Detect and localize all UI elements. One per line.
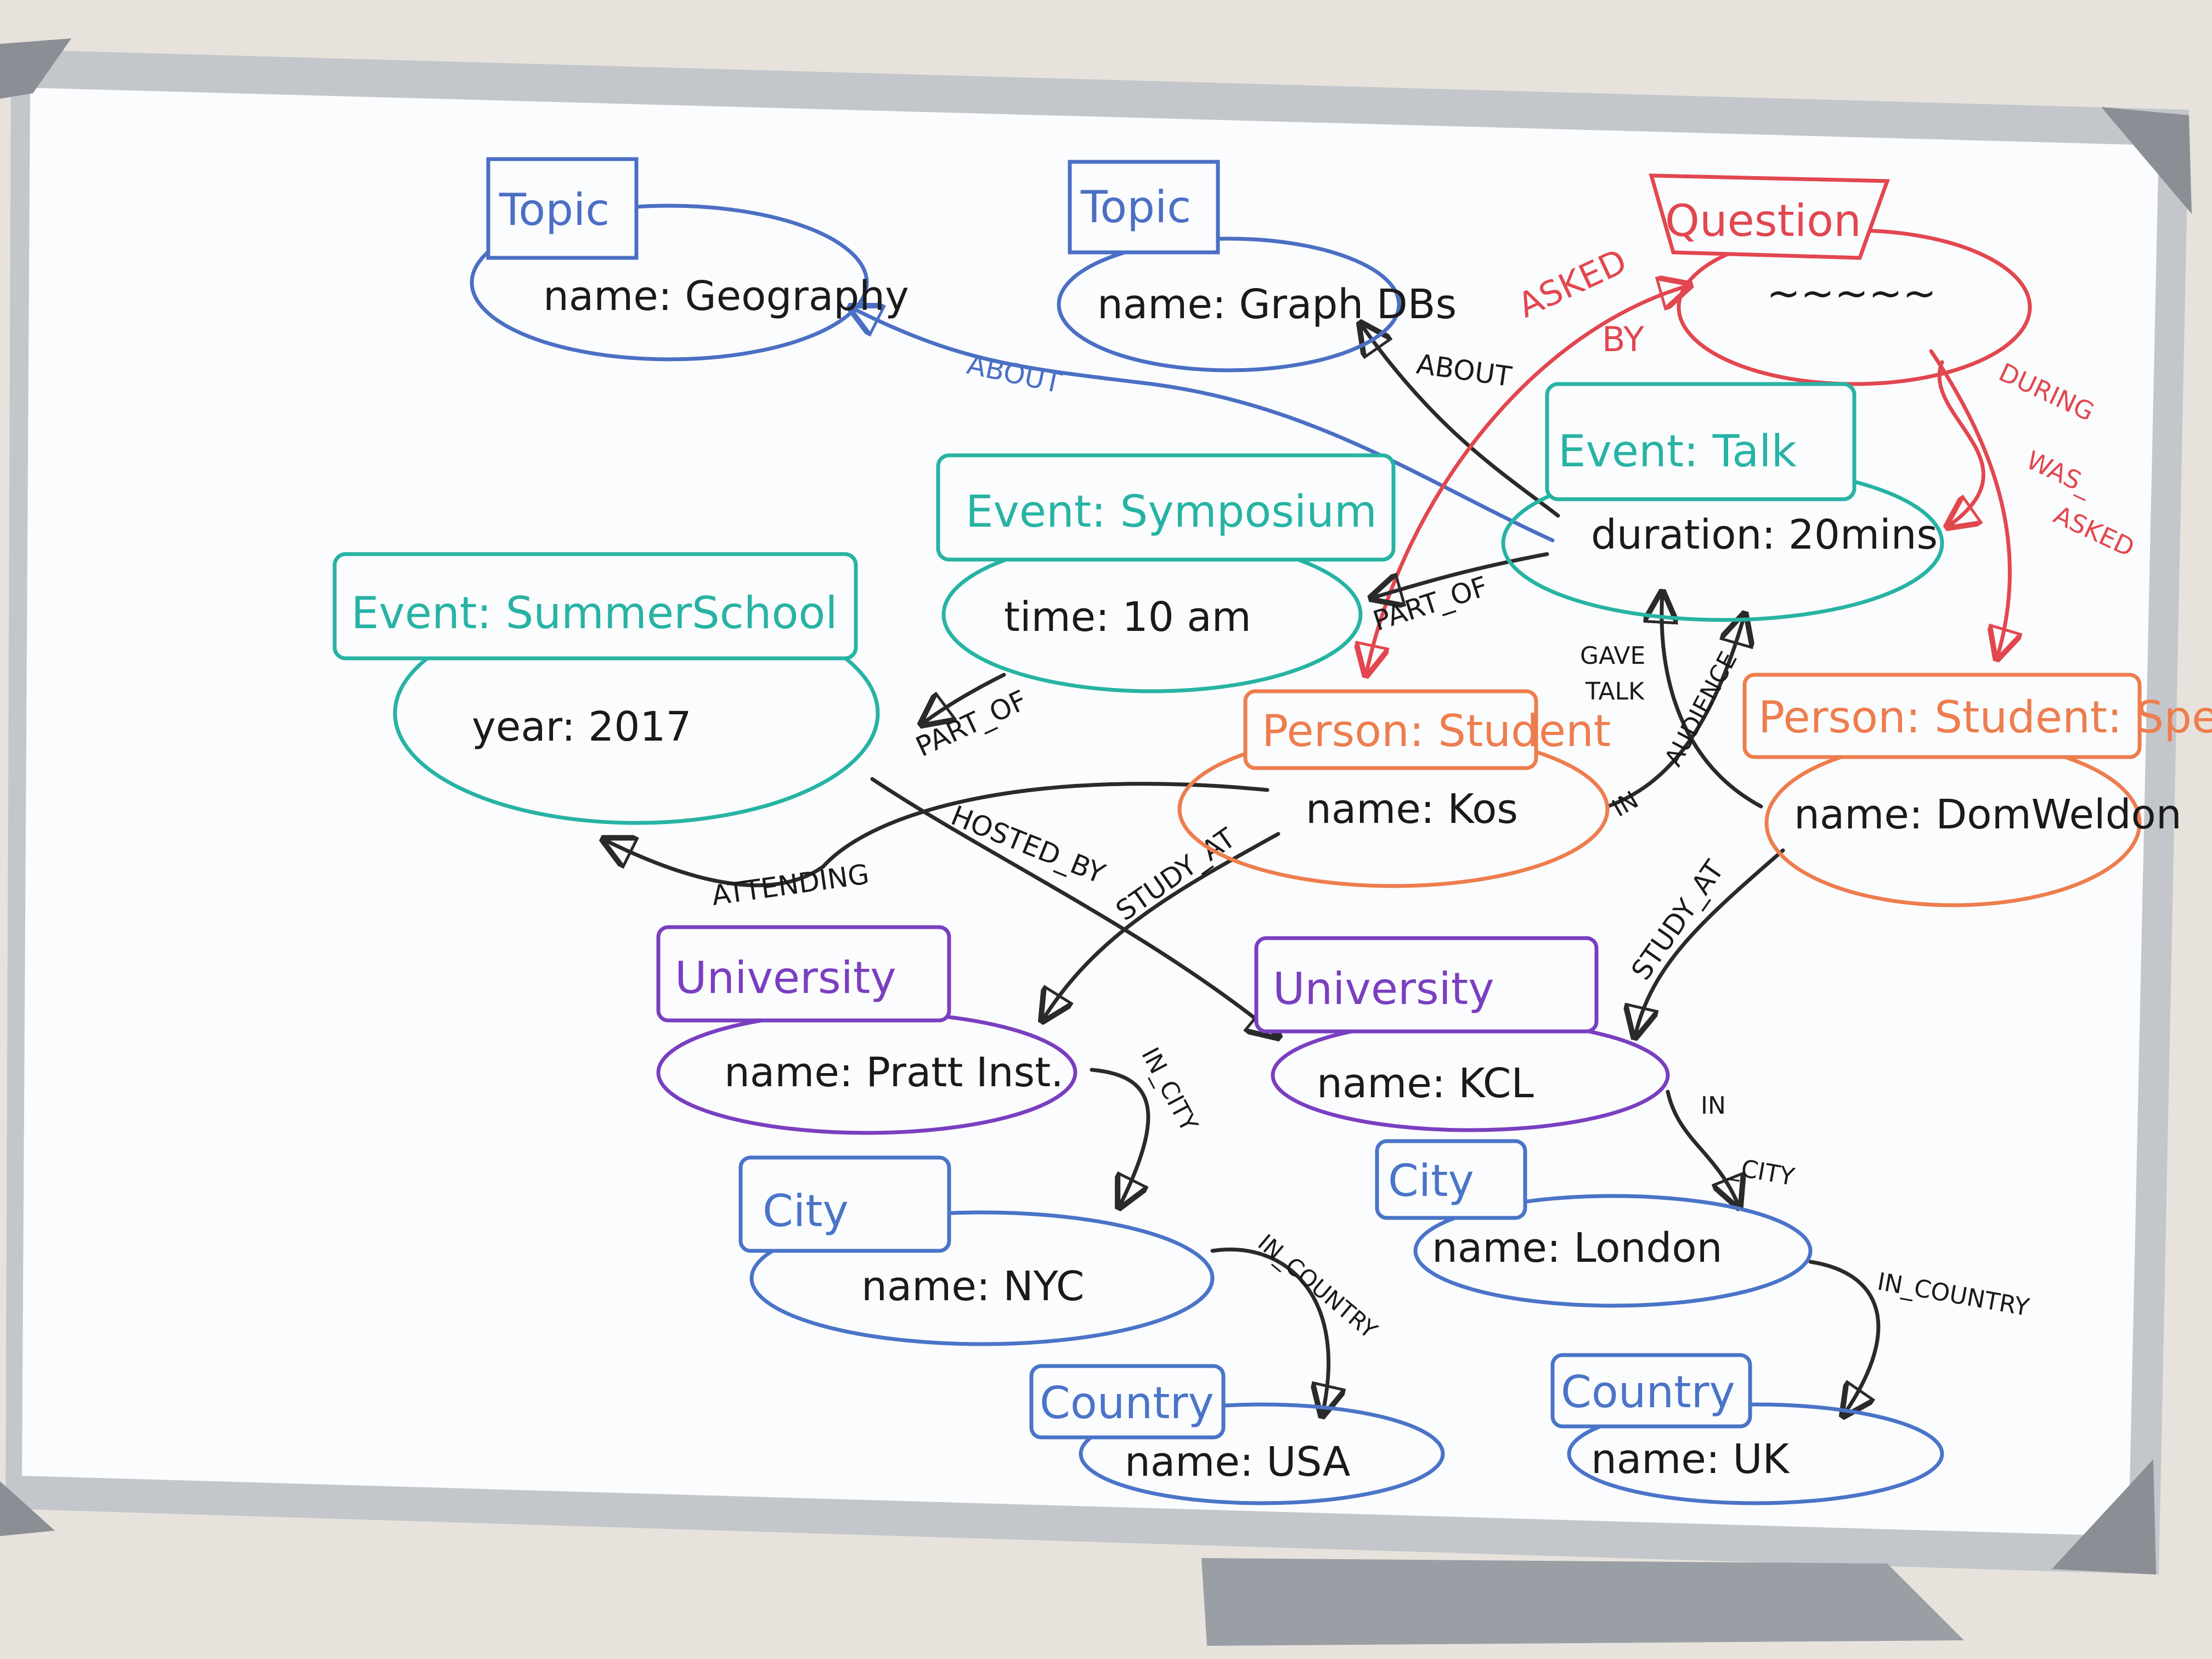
node-property: year: 2017 (472, 703, 692, 751)
edge-study-at-speaker (1635, 848, 1785, 1037)
edge-in-audience (1605, 614, 1745, 809)
edge-label-in-london: IN (1701, 1092, 1726, 1120)
node-property: name: Graph DBs (1097, 281, 1457, 328)
node-label: Event: Talk (1558, 426, 1797, 477)
edge-in-city-london (1666, 1090, 1739, 1207)
edge-was-asked (1929, 349, 2010, 658)
node-property: name: London (1432, 1224, 1723, 1272)
node-label: Person: Student: Speaker (1758, 692, 2212, 743)
node-topic-geography: Topic name: Geography (470, 157, 909, 362)
node-property: name: Geography (543, 273, 909, 320)
node-property: name: Kos (1306, 786, 1518, 833)
edge-hosted-by (870, 777, 1278, 1037)
node-label: Event: Symposium (966, 486, 1377, 537)
edge-label-gave: GAVE (1580, 642, 1645, 670)
node-person-student: Person: Student name: Kos (1177, 689, 1611, 888)
node-label: City (1388, 1155, 1474, 1206)
node-event-talk: Event: Talk duration: 20mins (1501, 382, 1944, 622)
edge-part-of-symposium (922, 673, 1006, 724)
node-label: Question (1665, 195, 1861, 246)
edge-label-talk: TALK (1585, 678, 1645, 706)
node-label: Person: Student (1262, 706, 1611, 757)
node-city-london: City name: London (1375, 1139, 1813, 1308)
node-label: Country (1040, 1378, 1214, 1429)
frame-corner-top-right (2101, 107, 2192, 214)
frame-corner-bottom-right (2052, 1459, 2156, 1575)
frame-corner-top-left (0, 38, 71, 99)
edge-part-of-talk (1372, 552, 1549, 598)
edge-in-country-uk (1808, 1260, 1881, 1415)
edge-label-by: BY (1602, 319, 1644, 359)
node-label: University (675, 952, 896, 1003)
node-label: City (763, 1186, 849, 1237)
node-property: name: NYC (861, 1263, 1085, 1310)
node-topic-graph-dbs: Topic name: Graph DBs (1057, 160, 1457, 373)
marker-tray (1201, 1558, 1964, 1646)
node-property: name: KCL (1317, 1060, 1534, 1107)
node-label: Event: SummerSchool (351, 588, 838, 639)
node-person-speaker: Person: Student: Speaker name: DomWeldon (1742, 673, 2212, 907)
node-city-nyc: City name: NYC (738, 1155, 1215, 1346)
node-property: time: 10 am (1004, 594, 1251, 641)
node-country-usa: Country name: USA (1029, 1364, 1445, 1505)
node-label: Topic (499, 184, 610, 235)
node-property: ~~~~~ (1767, 270, 1937, 317)
node-property: name: USA (1125, 1438, 1351, 1486)
node-label: Country (1561, 1367, 1735, 1418)
frame-corner-bottom-left (0, 1481, 55, 1536)
node-university-pratt: University name: Pratt Inst. (656, 925, 1077, 1135)
node-property: name: DomWeldon (1794, 791, 2182, 838)
edge-study-at-kos (1042, 832, 1280, 1020)
edge-in-city-nyc (1090, 1068, 1150, 1207)
node-question: Question ~~~~~ (1649, 173, 2032, 386)
node-country-uk: Country name: UK (1550, 1353, 1944, 1505)
edge-gave-talk (1662, 592, 1763, 809)
node-label: Topic (1080, 182, 1191, 233)
edge-attending (603, 782, 1269, 888)
node-event-symposium: Event: Symposium time: 10 am (936, 453, 1396, 693)
edge-in-country-usa (1210, 1248, 1329, 1416)
node-university-kcl: University name: KCL (1254, 936, 1670, 1132)
edge-during (1937, 360, 1985, 527)
node-event-summer-school: Event: SummerSchool year: 2017 (332, 552, 880, 825)
node-label: University (1273, 963, 1494, 1014)
node-property: name: UK (1591, 1436, 1790, 1483)
node-property: name: Pratt Inst. (724, 1049, 1064, 1096)
node-property: duration: 20mins (1591, 511, 1938, 558)
